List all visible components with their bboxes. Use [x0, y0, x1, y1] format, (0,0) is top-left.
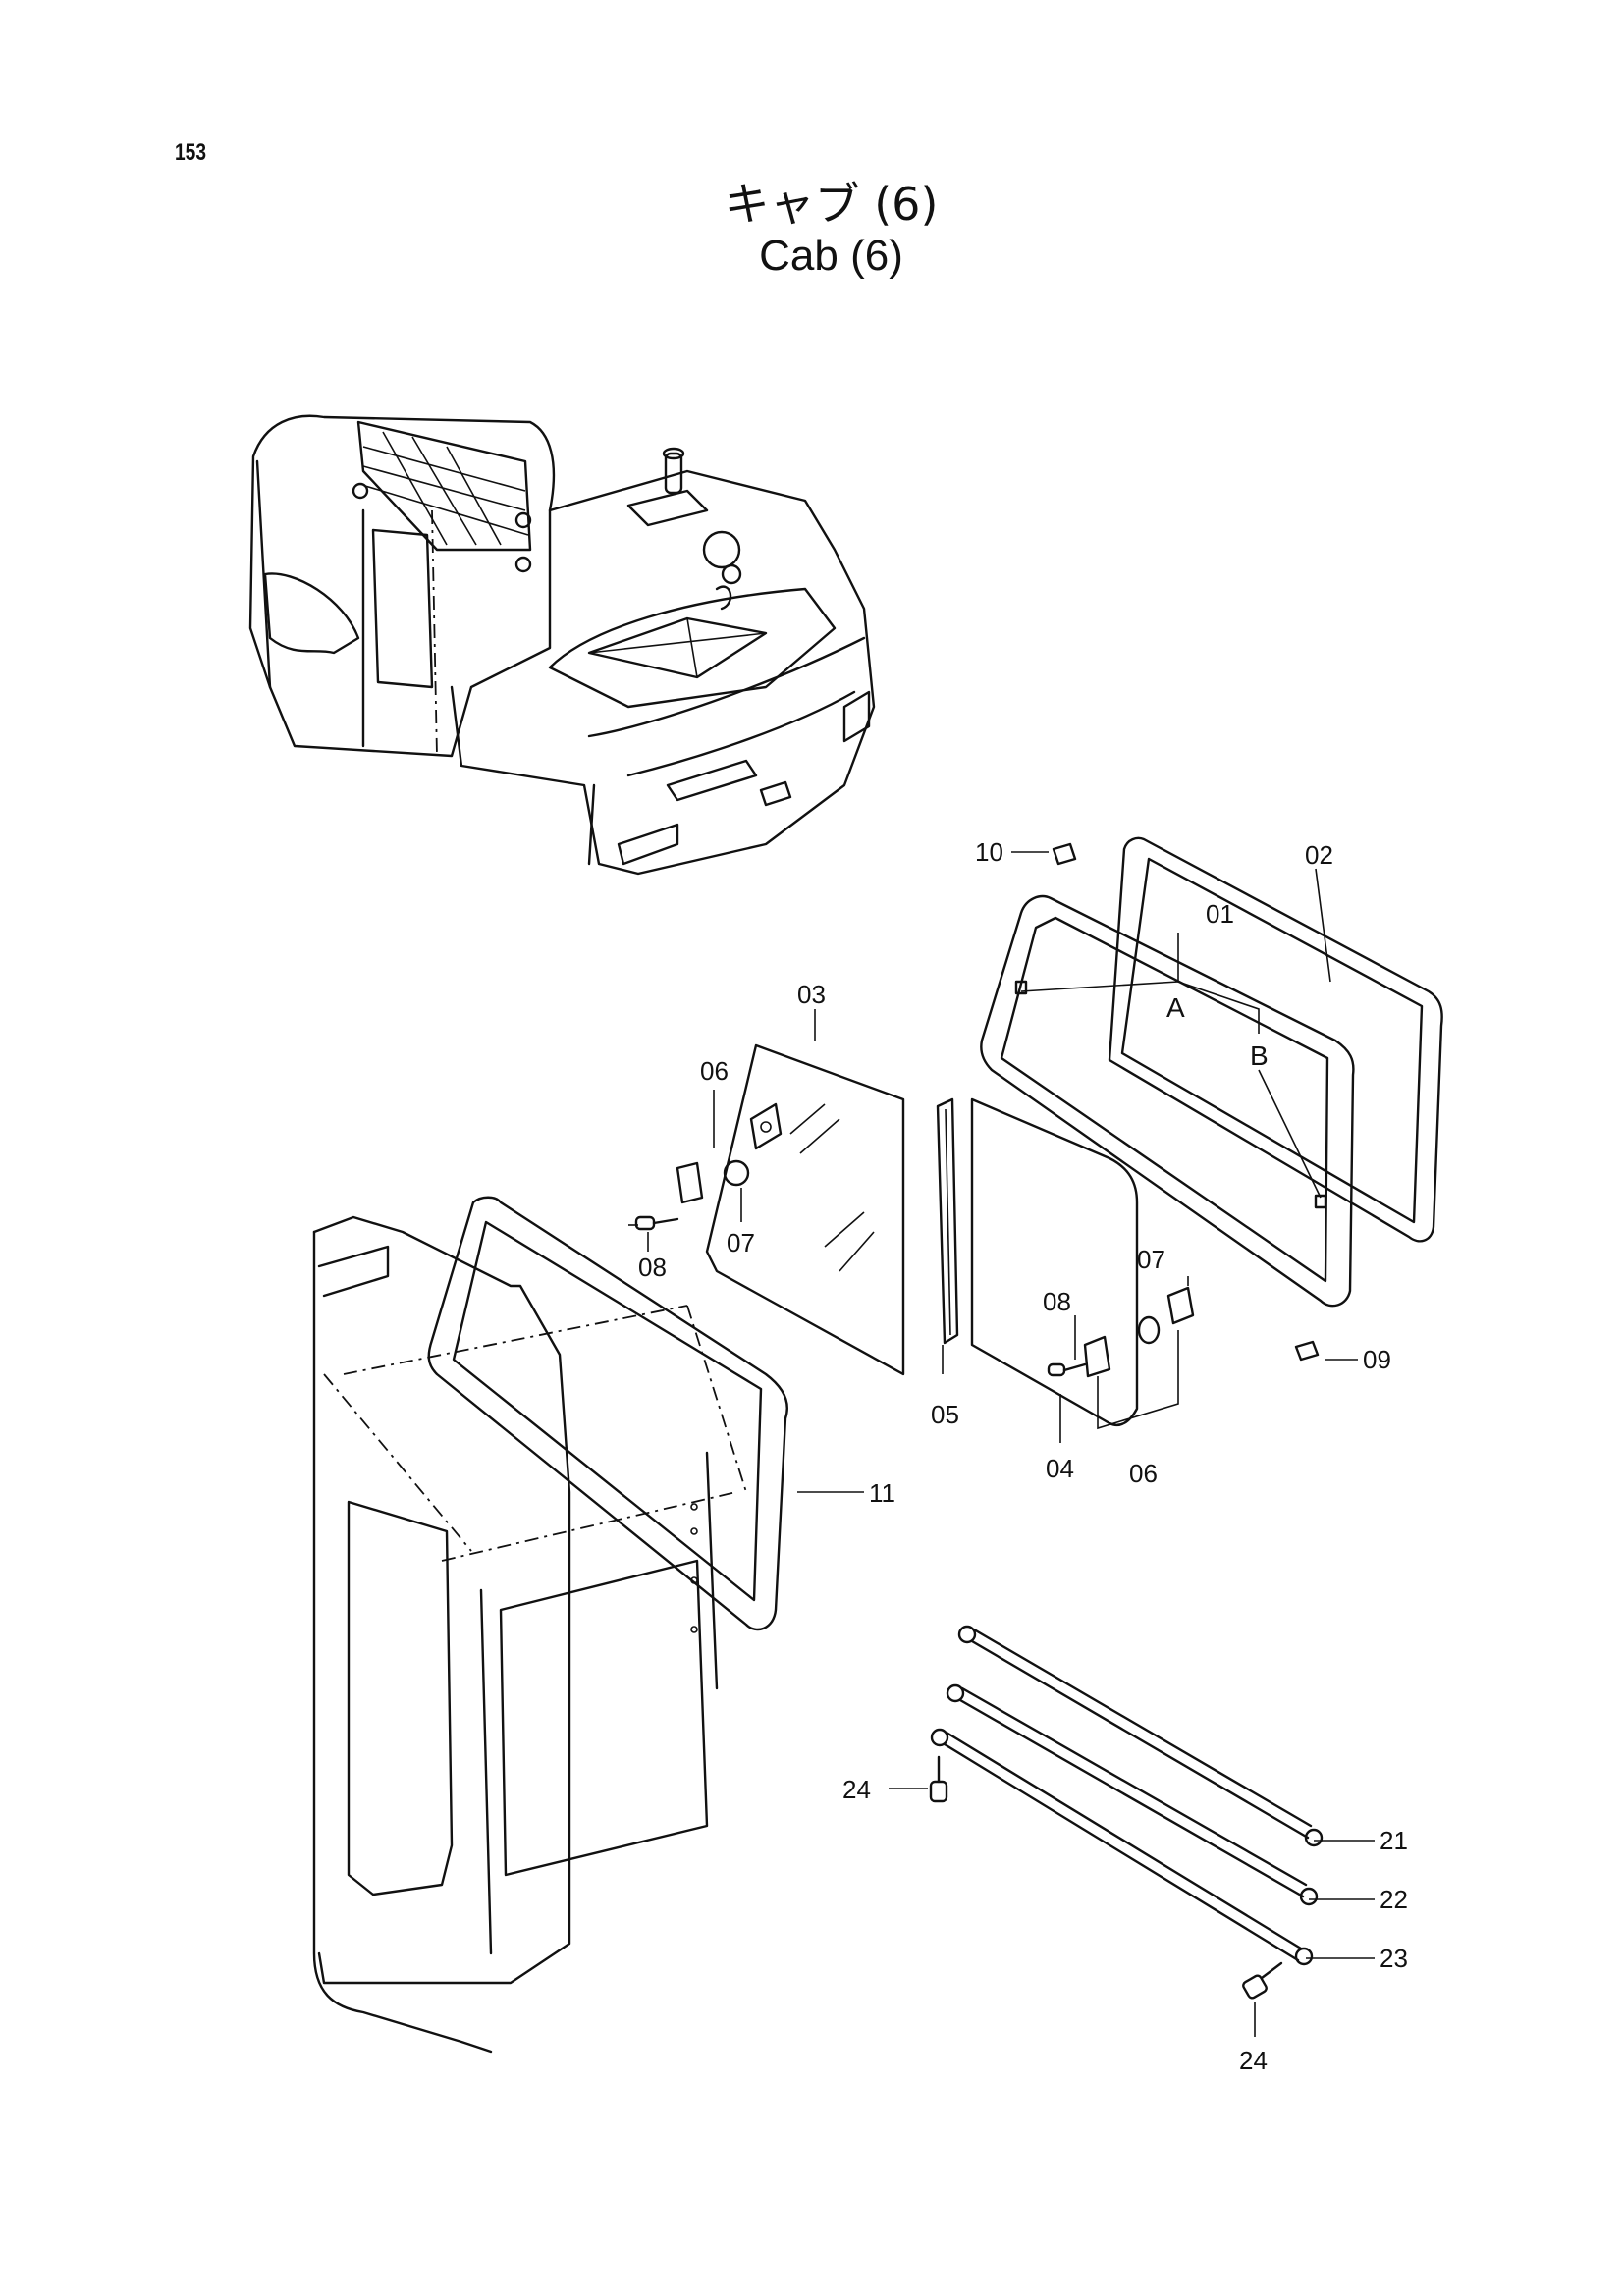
- callout-03: 03: [797, 980, 826, 1009]
- callout-24-right: 24: [1239, 2046, 1268, 2075]
- part-03-door-glass: [705, 1043, 905, 1376]
- cab-door-illustration: [312, 1215, 747, 2054]
- callout-22: 22: [1380, 1885, 1408, 1914]
- callout-24-left: 24: [842, 1775, 871, 1804]
- callout-07-left: 07: [727, 1228, 755, 1257]
- part-02-outer-seal: [1108, 836, 1443, 1243]
- callout-11: 11: [869, 1478, 895, 1508]
- part-11-window-seal: [427, 1196, 788, 1631]
- latch-assembly-right: [1047, 1286, 1195, 1414]
- part-01-window-frame: [980, 894, 1355, 1308]
- callout-01: 01: [1206, 899, 1234, 929]
- part-09-block: [1294, 1340, 1320, 1362]
- part-10-block: [1052, 842, 1077, 866]
- parts-21-23-rods: [930, 1625, 1324, 1966]
- callout-06-left: 06: [700, 1056, 729, 1086]
- detail-b-label: B: [1250, 1041, 1269, 1071]
- title-japanese: キャブ (6): [724, 178, 939, 231]
- callout-08-left: 08: [638, 1253, 667, 1282]
- callout-10: 10: [975, 837, 1003, 867]
- parts-24-bolts: [929, 1755, 1283, 2000]
- page-number: 153: [175, 139, 207, 166]
- detail-a-label: A: [1166, 992, 1185, 1023]
- callout-04: 04: [1046, 1454, 1074, 1483]
- title-english: Cab (6): [759, 232, 903, 280]
- callout-21: 21: [1380, 1826, 1408, 1855]
- callout-23: 23: [1380, 1944, 1408, 1973]
- callout-08-right: 08: [1043, 1287, 1071, 1316]
- callout-06-right: 06: [1129, 1459, 1158, 1488]
- callout-07-right: 07: [1137, 1245, 1165, 1274]
- callout-09: 09: [1363, 1345, 1391, 1374]
- callout-02: 02: [1305, 840, 1333, 870]
- callout-leader-lines: [628, 851, 1375, 2037]
- part-05-seal-strip: [936, 1097, 959, 1345]
- part-04-sliding-glass: [970, 1097, 1139, 1427]
- machine-overview-illustration: [248, 414, 876, 876]
- latch-assembly-left: [634, 1090, 783, 1231]
- callout-05: 05: [931, 1400, 959, 1429]
